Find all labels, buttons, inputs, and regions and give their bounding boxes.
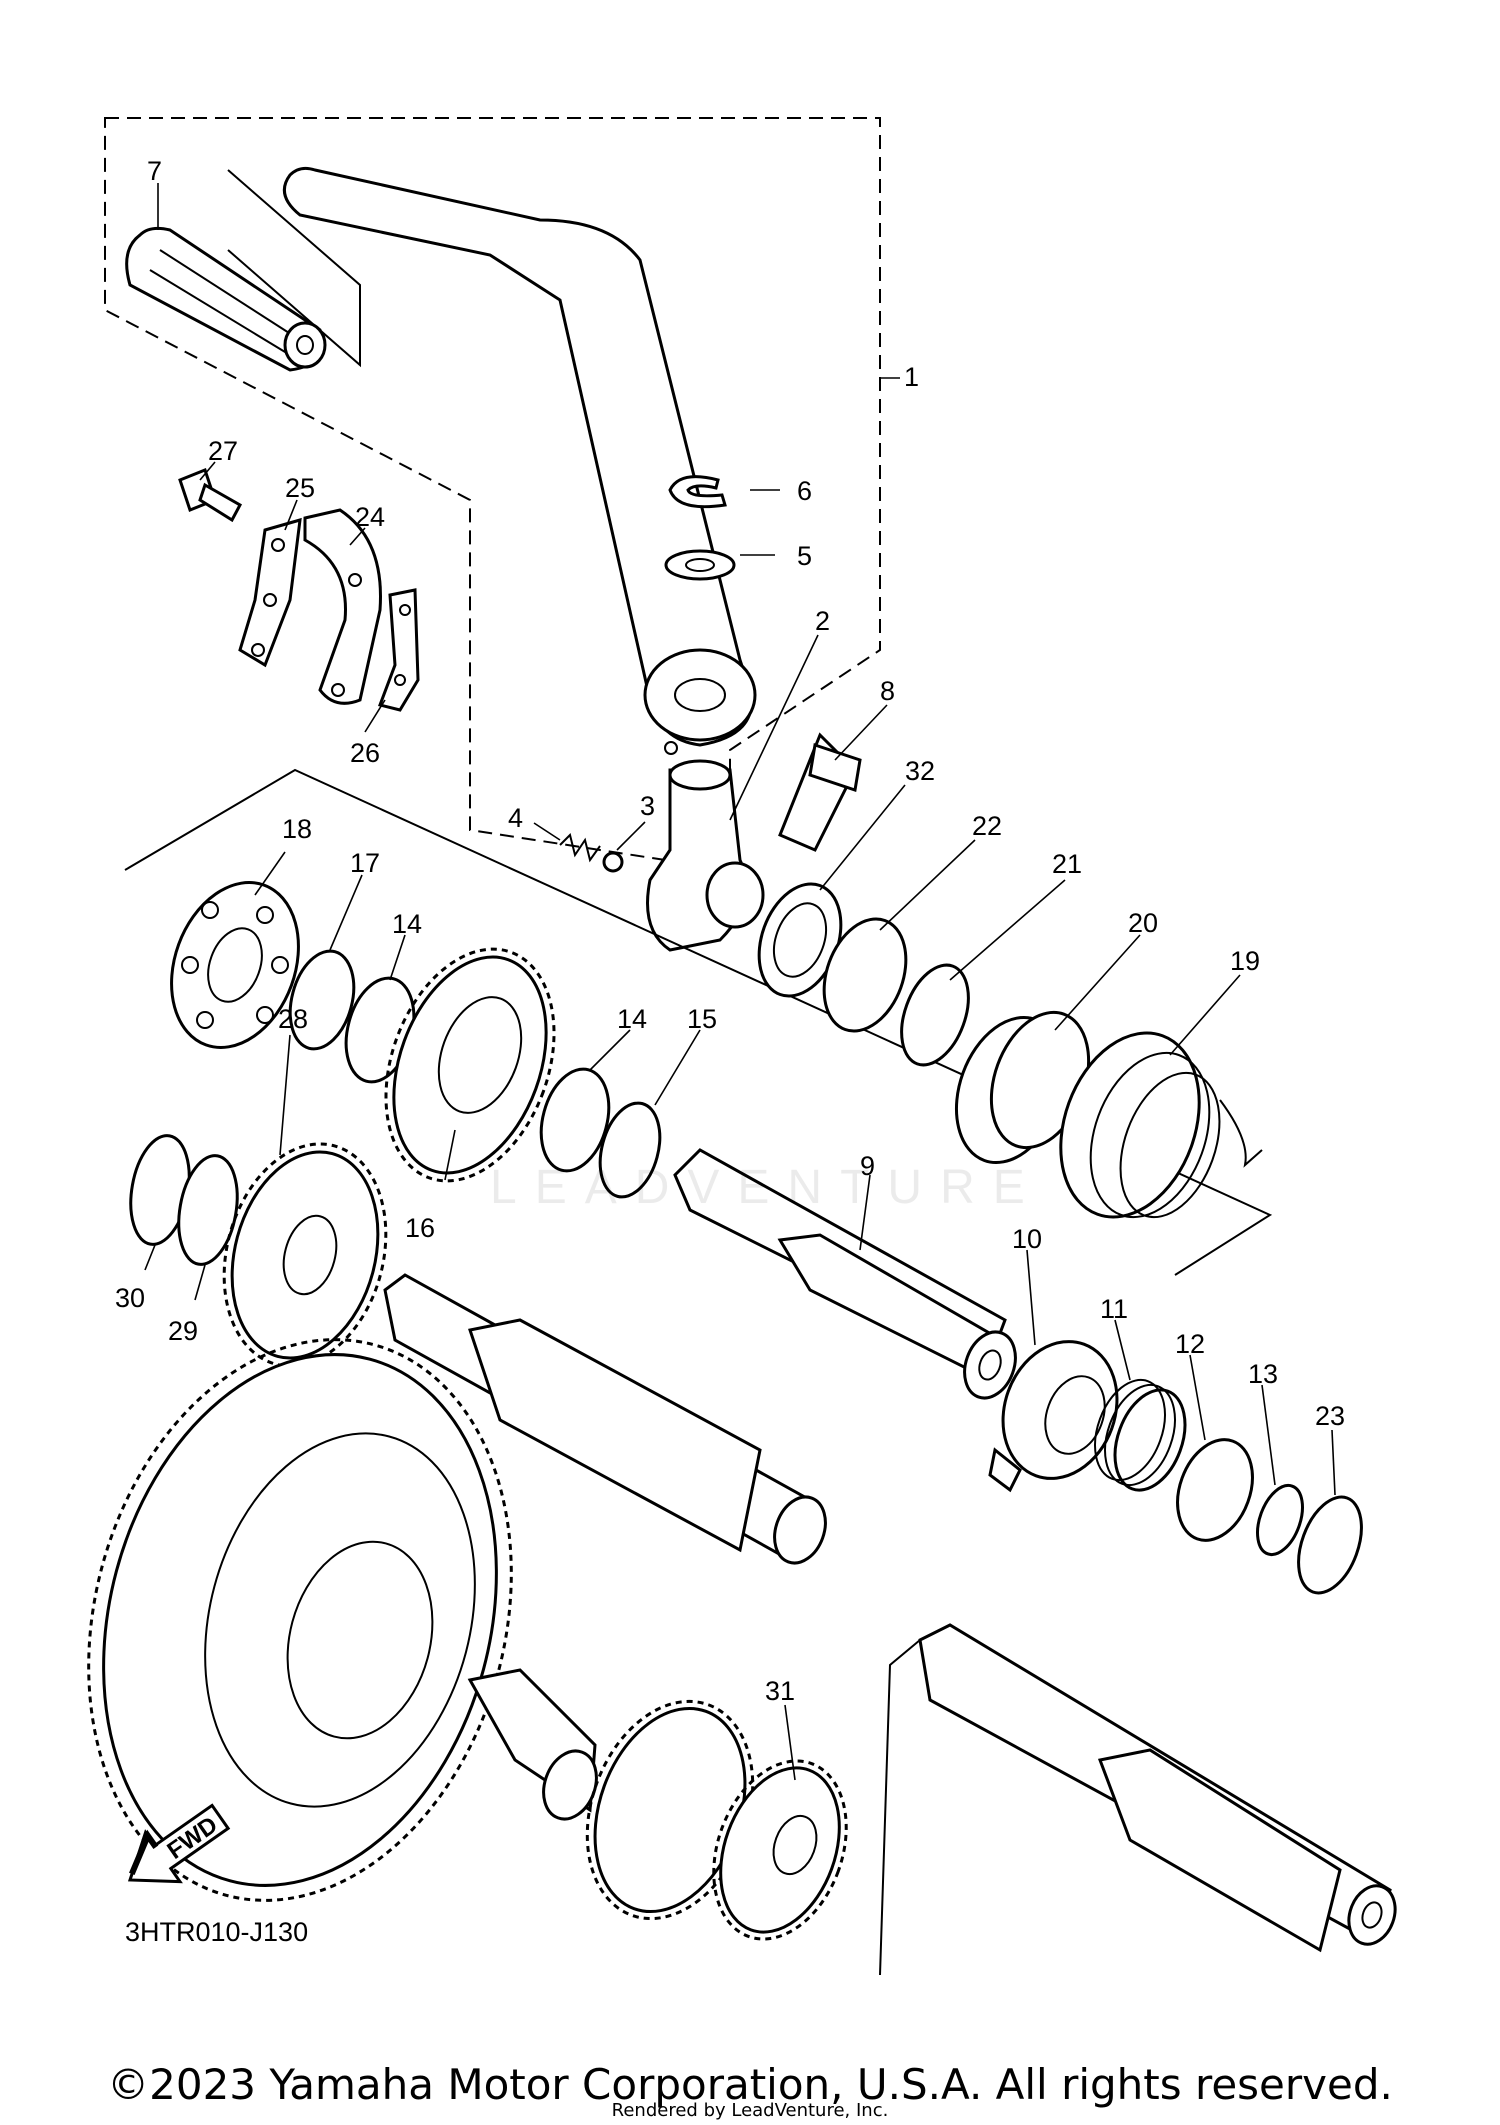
plate-26: [378, 588, 420, 712]
callout-5: 5: [797, 541, 812, 571]
callout-26: 26: [350, 738, 380, 768]
rendered-by-notice: Rendered by LeadVenture, Inc.: [611, 2100, 889, 2121]
circlip-13: [1256, 1483, 1304, 1557]
callout-27: 27: [208, 436, 238, 466]
bolt-8: [778, 732, 862, 852]
copyright-notice: ©2023 Yamaha Motor Corporation, U.S.A. A…: [107, 2060, 1393, 2109]
callout-12: 12: [1175, 1329, 1205, 1359]
kick-boss: [646, 759, 765, 952]
circlip-21: [900, 963, 970, 1067]
callout-8: 8: [880, 676, 895, 706]
callout-15: 15: [687, 1004, 717, 1034]
washer-12: [1176, 1438, 1254, 1542]
callout-10: 10: [1012, 1224, 1042, 1254]
circlip-17: [288, 949, 356, 1051]
plate-18: [170, 881, 300, 1049]
callout-23: 23: [1315, 1401, 1345, 1431]
washer-5: [664, 549, 736, 581]
callout-31: 31: [765, 1676, 795, 1706]
main-axle: [383, 1273, 827, 1565]
callout-11: 11: [1100, 1294, 1128, 1324]
washer-22: [822, 917, 908, 1033]
watermark: LEADVENTURE: [490, 1161, 1043, 1214]
torsion-spring-19: [1059, 1031, 1263, 1219]
kick-shaft-9: [673, 1148, 1017, 1400]
callout-25: 25: [285, 473, 315, 503]
plate-24: [303, 508, 382, 705]
callout-4: 4: [508, 803, 523, 833]
kick-grip-cover: [125, 226, 327, 372]
callout-20: 20: [1128, 908, 1158, 938]
plate-25: [238, 517, 302, 668]
callout-29: 29: [168, 1316, 198, 1346]
callout-22: 22: [972, 811, 1002, 841]
callout-17: 17: [350, 848, 380, 878]
callout-2: 2: [815, 606, 830, 636]
callout-30: 30: [115, 1283, 145, 1313]
drive-axle-alignment-line: [879, 1639, 921, 1976]
callout-14a: 14: [392, 909, 422, 939]
callout-32: 32: [905, 756, 935, 786]
idler-gear-28: [222, 1142, 388, 1368]
collar: [467, 1668, 598, 1821]
spring-11: [1094, 1378, 1187, 1492]
kick-gear-16: [384, 947, 556, 1183]
drawing-code: 3HTR010-J130: [125, 1917, 309, 1947]
callout-labels: 1 2 3 4 5 6 7 8 9 10 11 12 13 14 14 15 1…: [115, 156, 1345, 1706]
circlip-15: [598, 1101, 662, 1199]
callout-1: 1: [904, 362, 919, 392]
callout-9: 9: [860, 1151, 875, 1181]
callout-28: 28: [278, 1004, 308, 1034]
callout-13: 13: [1248, 1359, 1278, 1389]
drive-axle: [918, 1623, 1397, 1953]
grip-subgroup-box: [227, 169, 361, 368]
callout-19: 19: [1230, 946, 1260, 976]
callout-3: 3: [640, 791, 655, 821]
primary-driven-gear: [87, 1338, 513, 1902]
leader-lines: [144, 183, 1336, 1781]
ratchet-10: [988, 1340, 1119, 1493]
callout-14b: 14: [617, 1004, 647, 1034]
callout-18: 18: [282, 814, 312, 844]
callout-7: 7: [147, 156, 162, 186]
kick-lever: [282, 166, 757, 755]
gear-31: [712, 1759, 848, 1941]
callout-16: 16: [405, 1213, 435, 1243]
callout-6: 6: [797, 476, 812, 506]
callout-24: 24: [355, 502, 385, 532]
spring: [559, 833, 601, 863]
washer-23: [1297, 1495, 1363, 1595]
circlip-6: [668, 475, 727, 509]
washer-14b: [539, 1067, 611, 1173]
ball: [602, 851, 624, 873]
bolt-27: [178, 468, 243, 523]
callout-21: 21: [1052, 849, 1082, 879]
